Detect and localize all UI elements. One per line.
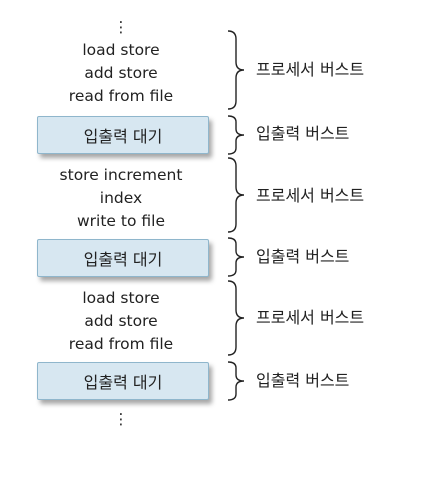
code-line: add store (84, 64, 158, 82)
burst-label-3: 프로세서 버스트 (256, 186, 365, 205)
code-line: load store (82, 41, 160, 59)
burst-label-6: 입출력 버스트 (256, 371, 350, 390)
cpu-burst-code-2: store increment index write to file (40, 164, 202, 233)
brace-3 (227, 157, 245, 233)
code-line: read from file (68, 87, 174, 105)
code-line: write to file (77, 212, 165, 230)
brace-4 (227, 237, 245, 277)
brace-2 (227, 115, 245, 155)
burst-label-5: 프로세서 버스트 (256, 308, 365, 327)
cpu-burst-code-1: load store add store read from file (40, 39, 202, 108)
burst-label-2: 입출력 버스트 (256, 124, 350, 143)
burst-label-4: 입출력 버스트 (256, 247, 350, 266)
brace-1 (227, 30, 245, 110)
io-wait-box-3: 입출력 대기 (37, 362, 209, 400)
code-line: add store (84, 312, 158, 330)
code-line: store increment (59, 166, 183, 184)
code-line: load store (82, 289, 160, 307)
brace-5 (227, 280, 245, 356)
cpu-burst-code-3: load store add store read from file (40, 287, 202, 356)
io-wait-box-2: 입출력 대기 (37, 239, 209, 277)
brace-6 (227, 361, 245, 401)
top-ellipsis: ⋮ (113, 18, 129, 36)
code-line: index (99, 189, 143, 207)
code-line: read from file (68, 335, 174, 353)
burst-label-1: 프로세서 버스트 (256, 60, 365, 79)
bottom-ellipsis: ⋮ (113, 410, 129, 428)
io-wait-box-1: 입출력 대기 (37, 116, 209, 154)
